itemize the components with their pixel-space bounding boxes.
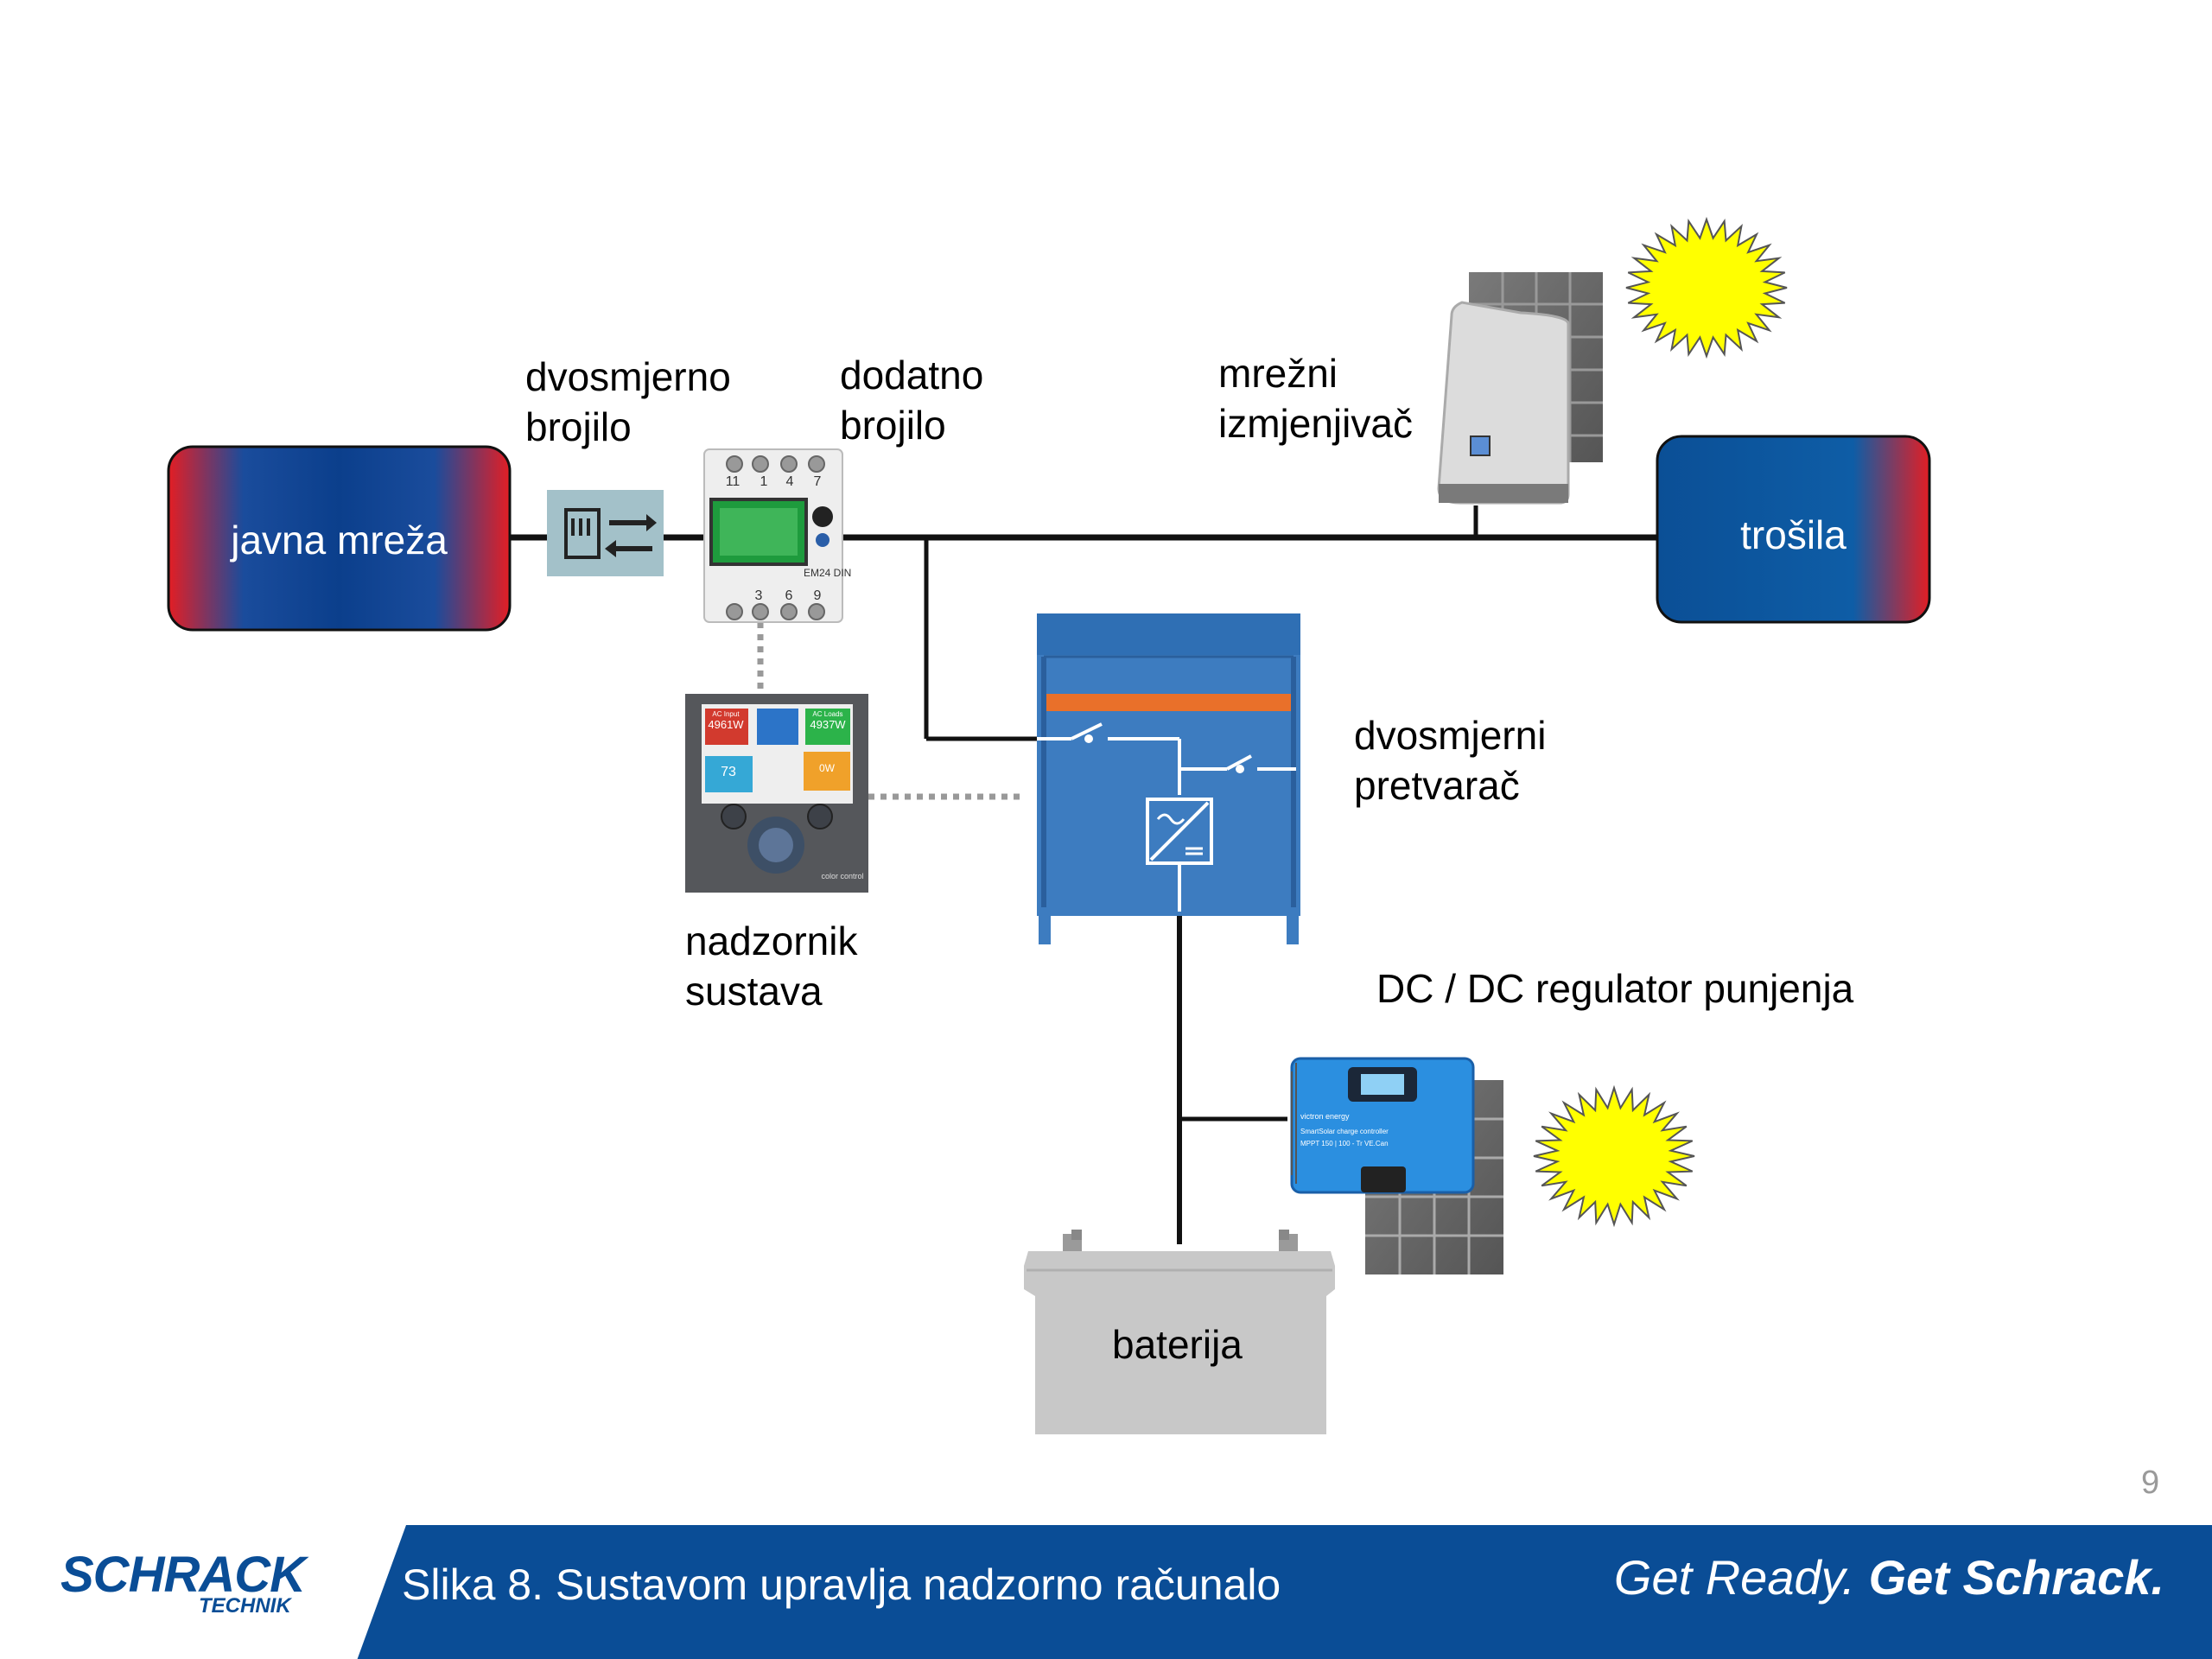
system-monitor-device: AC Input 4961W AC Loads 4937W 73 0W colo… bbox=[685, 694, 868, 893]
meter-terminal-label: 6 bbox=[785, 588, 793, 603]
extra-meter-label-line: dodatno bbox=[840, 353, 984, 397]
monitor-ac-loads-value: 4937W bbox=[810, 718, 846, 731]
grid-label: javna mreža bbox=[231, 518, 448, 563]
charger-line2: MPPT 150 | 100 - Tr VE.Can bbox=[1300, 1140, 1389, 1147]
bidirectional-converter-device bbox=[1037, 613, 1300, 944]
monitor-ac-input-value: 4961W bbox=[708, 718, 744, 731]
slogan-bold: Get Schrack. bbox=[1868, 1550, 2164, 1605]
system-monitor-label-line: nadzornik bbox=[685, 918, 858, 963]
bidirectional-meter-label: dvosmjerno brojilo bbox=[525, 352, 731, 452]
footer-logo-area: SCHRACK TECHNIK bbox=[0, 1525, 406, 1659]
bidirectional-meter-icon bbox=[547, 490, 664, 576]
extra-meter-label: dodatno brojilo bbox=[840, 350, 983, 450]
grid-inverter-device bbox=[1437, 272, 1603, 505]
meter-terminal-label: 1 bbox=[760, 474, 768, 489]
extra-meter-device: 11 1 4 7 EM24 DIN 3 6 9 bbox=[703, 448, 851, 623]
battery-device bbox=[1024, 1230, 1335, 1434]
meter-terminal-label: 11 bbox=[726, 474, 741, 489]
grid-inverter-label-line: mrežni bbox=[1218, 351, 1338, 396]
system-monitor-label-line: sustava bbox=[685, 969, 823, 1014]
bidirectional-meter-label-line: dvosmjerno bbox=[525, 354, 731, 399]
meter-model: EM24 DIN bbox=[804, 567, 851, 579]
slogan: Get Ready. Get Schrack. bbox=[1614, 1549, 2164, 1605]
figure-caption: Slika 8. Sustavom upravlja nadzorno raču… bbox=[402, 1560, 1281, 1609]
monitor-ac-input-label: AC Input bbox=[712, 710, 740, 718]
page-number: 9 bbox=[2141, 1465, 2160, 1501]
schrack-logo-sub: TECHNIK bbox=[199, 1594, 291, 1618]
wiring bbox=[510, 505, 1659, 1244]
system-monitor-label: nadzornik sustava bbox=[685, 916, 857, 1016]
bidirectional-converter-label-line: dvosmjerni bbox=[1354, 713, 1547, 758]
meter-terminal-label: 7 bbox=[814, 474, 822, 489]
bidirectional-meter-label-line: brojilo bbox=[525, 404, 632, 449]
dc-regulator-label: DC / DC regulator punjenja bbox=[1376, 966, 1854, 1011]
monitor-pv-value: 0W bbox=[819, 762, 836, 774]
bidirectional-converter-label: dvosmjerni pretvarač bbox=[1354, 710, 1546, 810]
grid-inverter-label-line: izmjenjivač bbox=[1218, 401, 1413, 446]
charger-line1: SmartSolar charge controller bbox=[1300, 1128, 1389, 1135]
sun-icon bbox=[1625, 216, 1788, 359]
slogan-light: Get Ready. bbox=[1613, 1550, 1856, 1605]
loads-box bbox=[1656, 435, 1931, 624]
monitor-battery-soc: 73 bbox=[721, 765, 736, 779]
loads-label: trošila bbox=[1740, 512, 1847, 557]
grid-inverter-label: mrežni izmjenjivač bbox=[1218, 348, 1413, 448]
meter-terminal-label: 4 bbox=[786, 474, 794, 489]
dc-regulator-device: victron energy SmartSolar charge control… bbox=[1290, 1057, 1503, 1274]
monitor-brand: color control bbox=[821, 872, 863, 880]
extra-meter-label-line: brojilo bbox=[840, 403, 946, 448]
grid-box bbox=[167, 445, 512, 632]
charger-brand: victron energy bbox=[1300, 1112, 1350, 1121]
sun-icon bbox=[1533, 1084, 1695, 1228]
meter-terminal-label: 3 bbox=[755, 588, 763, 603]
footer: SCHRACK TECHNIK Slika 8. Sustavom upravl… bbox=[0, 1525, 2212, 1659]
bidirectional-converter-label-line: pretvarač bbox=[1354, 763, 1520, 808]
monitor-ac-loads-label: AC Loads bbox=[812, 710, 842, 718]
battery-label: baterija bbox=[1112, 1322, 1243, 1367]
schrack-logo: SCHRACK bbox=[60, 1547, 306, 1603]
meter-terminal-label: 9 bbox=[814, 588, 822, 603]
